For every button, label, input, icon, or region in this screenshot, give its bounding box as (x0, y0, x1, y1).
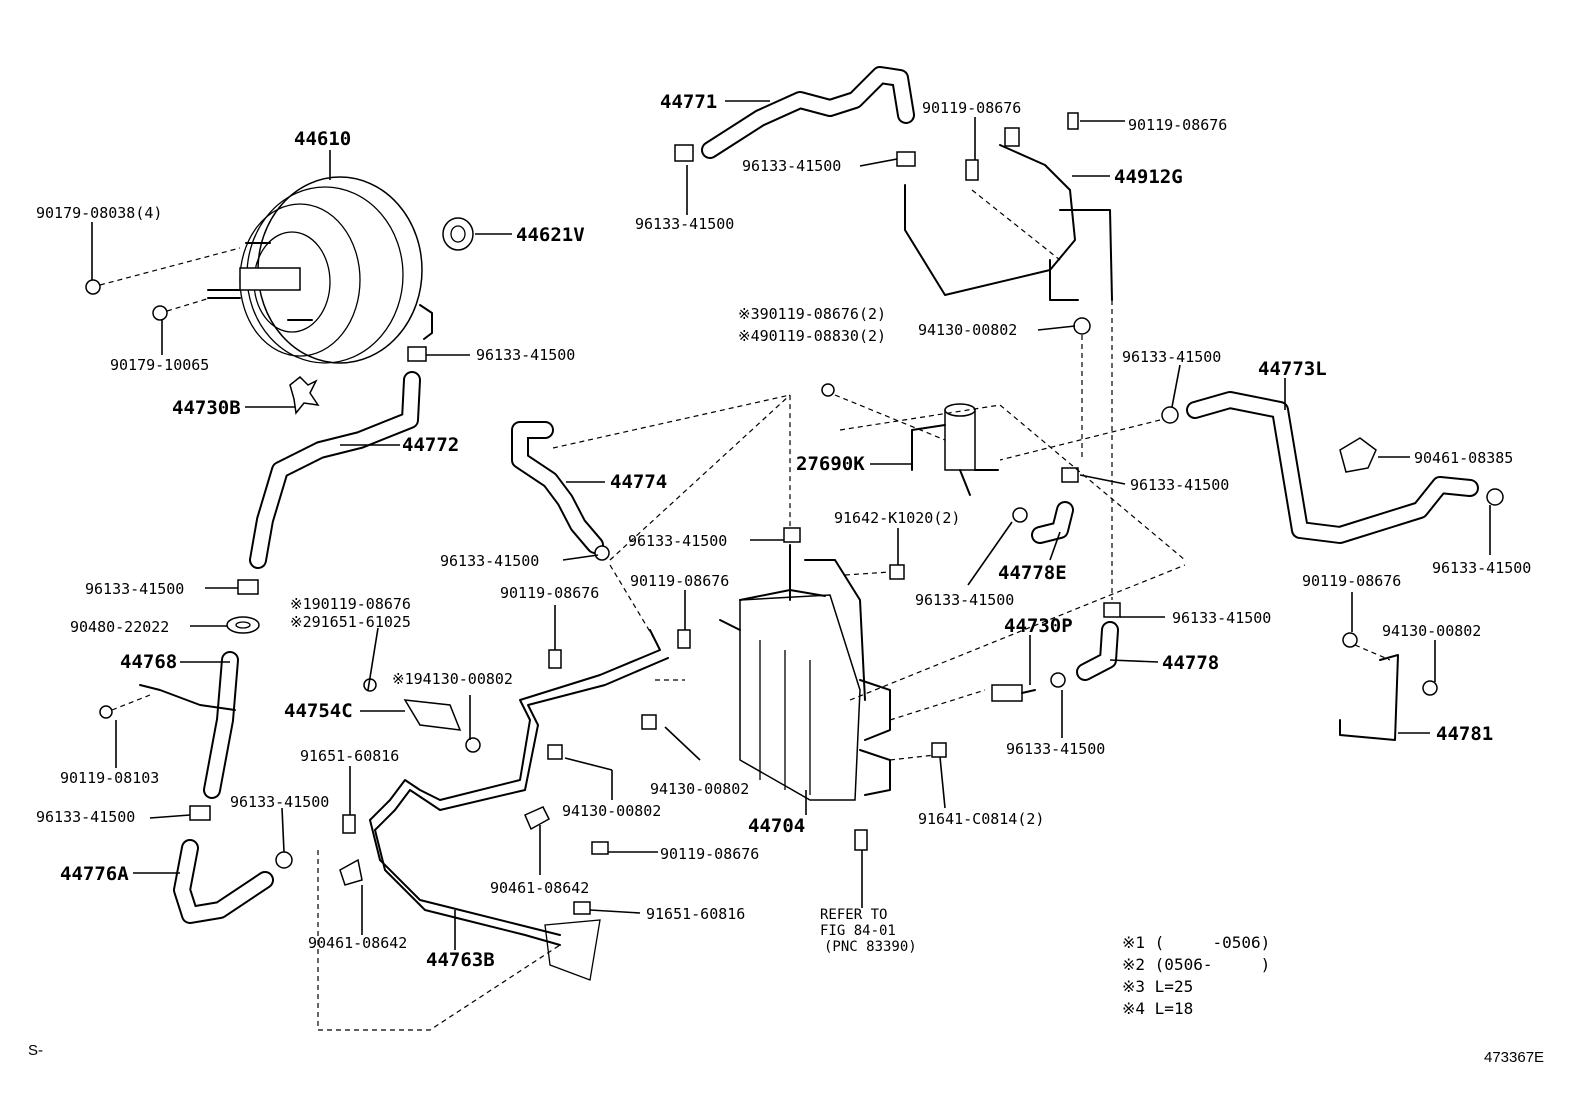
label-91641-c0814: 91641-C0814(2) (918, 810, 1044, 828)
footnote-1: ※1 ( -0506) (1122, 933, 1270, 952)
label-44781: 44781 (1436, 723, 1493, 745)
label-90119-08676-b: 90119-08676 (1128, 116, 1227, 134)
footnote-2: ※2 (0506- ) (1122, 955, 1270, 974)
dashed-guides-center (552, 394, 1186, 561)
label-90119-08676-d: 90119-08676 (630, 572, 729, 590)
refer-line-1: REFER TO (820, 907, 887, 923)
bracket-44781-drawing (1339, 632, 1438, 741)
label-90179-10065: 90179-10065 (110, 356, 209, 374)
label-96133-41500-e: 96133-41500 (1130, 476, 1229, 494)
label-44912g: 44912G (1114, 166, 1183, 188)
hose-44776a-drawing (173, 805, 293, 924)
pipe-44912g-drawing (904, 112, 1113, 600)
label-90119-08676-c: 90119-08676 (500, 584, 599, 602)
label-44704: 44704 (748, 815, 805, 837)
label-44776a: 44776A (60, 863, 129, 885)
label-96133-41500-b: 96133-41500 (635, 215, 734, 233)
label-44778e: 44778E (998, 562, 1067, 584)
label-90461-08642-a: 90461-08642 (490, 879, 589, 897)
label-note1b: ※194130-00802 (392, 670, 513, 688)
nut-drawings-left (85, 247, 241, 321)
footer-left: S- (28, 1042, 43, 1059)
bracket-44754c-drawing (363, 678, 481, 753)
grommet-90480-drawing (226, 579, 260, 634)
label-96133-41500-g: 96133-41500 (628, 532, 727, 550)
label-note1: ※190119-08676 (290, 595, 411, 613)
label-90119-08676-a: 90119-08676 (922, 99, 1021, 117)
label-94130-00802-b: 94130-00802 (1382, 622, 1481, 640)
label-44621v: 44621V (516, 224, 585, 246)
label-90480-22022: 90480-22022 (70, 618, 169, 636)
hose-44774-drawing (511, 421, 610, 561)
label-44773l: 44773L (1258, 358, 1327, 380)
hose-44771-drawing (674, 66, 916, 167)
label-44774: 44774 (610, 471, 667, 493)
pipe-44763b-drawing (317, 564, 691, 1031)
label-94130-00802-c: 94130-00802 (650, 780, 749, 798)
label-27690k: 27690K (796, 453, 865, 475)
refer-line-2: FIG 84-01 (820, 923, 896, 939)
label-91642-k1020: 91642-K1020(2) (834, 509, 960, 527)
label-44772: 44772 (402, 434, 459, 456)
pipe-44768-drawing (99, 651, 239, 799)
label-96133-41500-l: 96133-41500 (36, 808, 135, 826)
label-96133-41500-k: 96133-41500 (1172, 609, 1271, 627)
label-note2: ※291651-61025 (290, 613, 411, 631)
label-90461-08642-b: 90461-08642 (308, 934, 407, 952)
label-91651-60816-b: 91651-60816 (646, 905, 745, 923)
label-44771: 44771 (660, 91, 717, 113)
label-44768: 44768 (120, 651, 177, 673)
label-96133-41500-f: 96133-41500 (1432, 559, 1531, 577)
footnote-3: ※3 L=25 (1122, 977, 1193, 996)
bolt-91641-drawing (931, 742, 947, 758)
hose-44778-drawing (1050, 467, 1121, 688)
label-note3: ※390119-08676(2) (738, 305, 886, 323)
label-90119-08676-e: 90119-08676 (1302, 572, 1401, 590)
hose-44773l-drawing (999, 391, 1504, 544)
label-44610: 44610 (294, 128, 351, 150)
hose-44772-drawing (249, 346, 427, 569)
brake-booster-drawing (207, 176, 433, 364)
canister-44704-drawing (719, 527, 1186, 851)
label-44763b: 44763B (426, 949, 495, 971)
label-96133-41500-c: 96133-41500 (742, 157, 841, 175)
label-96133-41500-a: 96133-41500 (476, 346, 575, 364)
footer-code: 473367E (1484, 1049, 1544, 1066)
label-90179-08038: 90179-08038(4) (36, 204, 162, 222)
leader-lines (91, 100, 1491, 950)
label-44730b: 44730B (172, 397, 241, 419)
hose-44778e-drawing (1012, 501, 1074, 544)
label-91651-60816-a: 91651-60816 (300, 747, 399, 765)
label-90119-08676-f: 90119-08676 (660, 845, 759, 863)
label-96133-41500-m: 96133-41500 (230, 793, 329, 811)
label-96133-41500-h: 96133-41500 (915, 591, 1014, 609)
seal-44621v-drawing (442, 217, 474, 251)
valve-44730p-drawing (991, 684, 1036, 702)
label-44778: 44778 (1162, 652, 1219, 674)
label-90461-08385: 90461-08385 (1414, 449, 1513, 467)
vsv-27690k-drawing (821, 383, 999, 496)
label-90119-08103: 90119-08103 (60, 769, 159, 787)
label-96133-41500-n: 96133-41500 (1006, 740, 1105, 758)
label-96133-41500-d: 96133-41500 (1122, 348, 1221, 366)
label-94130-00802-d: 94130-00802 (562, 802, 661, 820)
bolt-91642-drawing (844, 564, 905, 580)
clamp-90461-drawing (339, 806, 609, 915)
label-96133-41500-j: 96133-41500 (85, 580, 184, 598)
label-96133-41500-i: 96133-41500 (440, 552, 539, 570)
label-note4: ※490119-08830(2) (738, 327, 886, 345)
label-44754c: 44754C (284, 700, 353, 722)
label-44730p: 44730P (1004, 615, 1073, 637)
label-94130-00802-a: 94130-00802 (918, 321, 1017, 339)
refer-line-3: (PNC 83390) (824, 939, 917, 955)
footnote-4: ※4 L=18 (1122, 999, 1193, 1018)
